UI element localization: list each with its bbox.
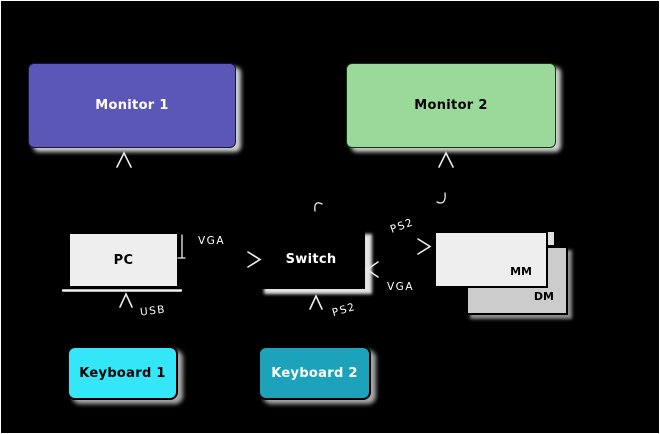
node-monitor-2-label: Monitor 2 [414, 98, 488, 113]
edge-label-vga-pc-to-switch: VGA [198, 235, 226, 247]
node-dm-label: DM [533, 290, 554, 303]
node-monitor-1: Monitor 1 [28, 63, 236, 148]
node-pc: PC [68, 232, 179, 288]
node-switch-label: Switch [285, 251, 337, 267]
node-monitor-1-label: Monitor 1 [95, 98, 169, 113]
curl-near-monitor2-icon [436, 192, 446, 204]
node-pc-label: PC [113, 252, 134, 268]
edge-label-ps2-keyboard2-to-switch: PS2 [330, 300, 358, 320]
arrow-left-to-switch-icon [365, 261, 379, 278]
node-mm-label: MM [510, 265, 532, 278]
node-monitor-2: Monitor 2 [346, 63, 556, 148]
node-mm: MM [434, 231, 548, 288]
pc-right-connector-tick [177, 234, 186, 259]
arrow-up-to-switch-icon [309, 294, 323, 310]
arrow-up-to-pc-icon [119, 292, 133, 308]
node-keyboard-1: Keyboard 1 [67, 346, 178, 400]
arrow-up-to-monitor2-icon [438, 151, 454, 168]
node-keyboard-2: Keyboard 2 [258, 346, 371, 400]
edge-label-vga-mm-to-switch: VGA [387, 281, 415, 293]
node-keyboard-1-label: Keyboard 1 [79, 365, 166, 381]
mm-box-shadow-sliver [548, 232, 554, 245]
node-keyboard-2-label: Keyboard 2 [271, 365, 358, 381]
arrow-up-to-monitor1-icon [116, 151, 132, 168]
curl-near-switch-icon [314, 202, 323, 212]
arrow-right-to-mm-icon [417, 238, 432, 255]
edge-label-ps2-switch-to-mm: PS2 [388, 216, 416, 236]
node-switch: Switch [257, 229, 365, 289]
edge-label-usb-keyboard1-to-pc: USB [139, 303, 167, 319]
